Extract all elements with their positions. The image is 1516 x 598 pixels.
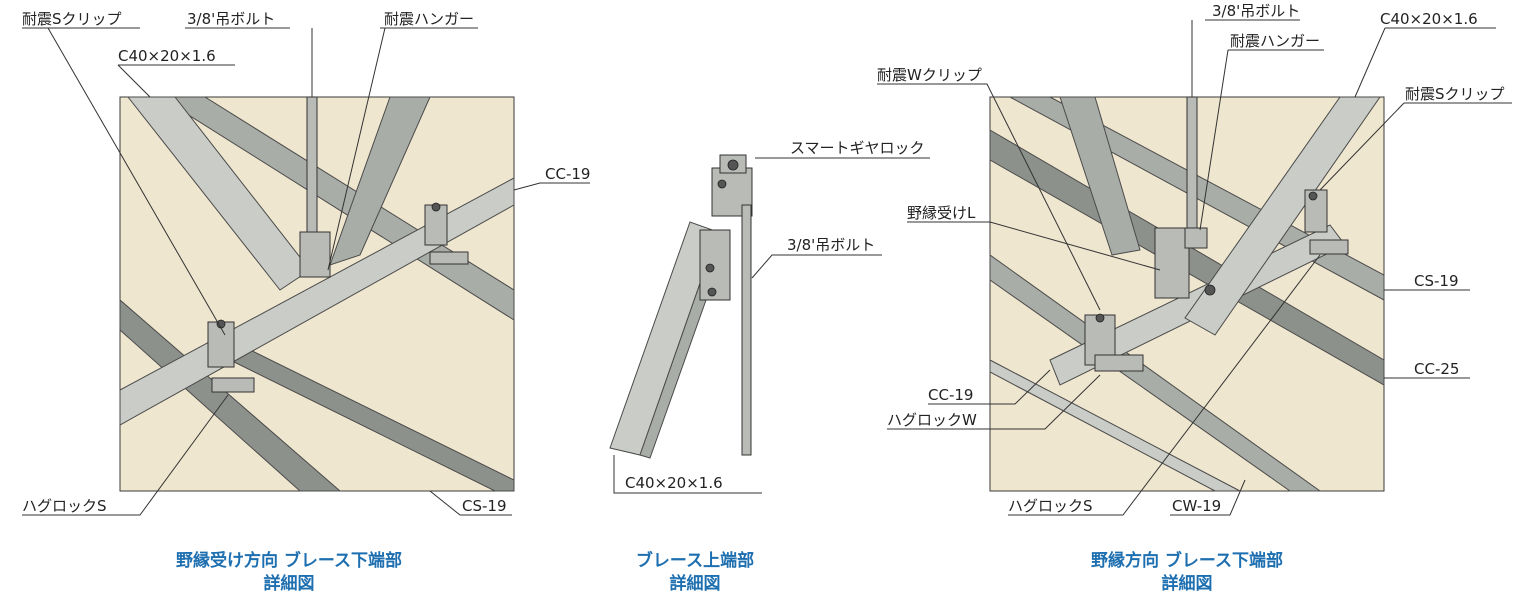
right-label-hanger: 耐震ハンガー <box>1230 32 1320 50</box>
middle-hanging-bolt <box>741 204 752 456</box>
left-label-s-clip: 耐震Sクリップ <box>22 10 122 28</box>
right-clip-bolt-2 <box>1308 191 1318 201</box>
right-label-cc25: CC-25 <box>1414 360 1459 378</box>
right-leader-haglock-w <box>887 374 1101 430</box>
middle-detail: スマートギヤロック 3/8'吊ボルト C40×20×1.6 ブレース上端部 詳細… <box>609 139 930 594</box>
right-brace-bolt <box>1204 284 1216 296</box>
right-leader-bolt <box>1191 19 1300 97</box>
middle-bracket <box>699 229 731 301</box>
right-detail: 3/8'吊ボルト C40×20×1.6 耐震ハンガー 耐震Wクリップ 耐震Sクリ… <box>877 2 1512 594</box>
left-label-bolt: 3/8'吊ボルト <box>187 10 275 28</box>
right-clip-bolt <box>1095 313 1105 323</box>
right-brace-channel-2 <box>1059 96 1141 256</box>
right-label-bolt: 3/8'吊ボルト <box>1212 2 1300 20</box>
middle-gear-bolt-2 <box>717 179 727 189</box>
left-clip-bolt-2 <box>431 202 441 212</box>
middle-leader-channel <box>613 455 762 494</box>
middle-bracket-bolt-1 <box>705 263 715 273</box>
right-cw-rail <box>989 254 1322 492</box>
right-haglock-w <box>1094 354 1144 372</box>
left-caption-line-1: 野縁受け方向 ブレース下端部 <box>176 550 402 571</box>
left-label-hanger: 耐震ハンガー <box>384 10 474 28</box>
right-leader-cc19 <box>928 369 1051 405</box>
middle-label-bolt: 3/8'吊ボルト <box>787 236 875 254</box>
right-s-clip <box>1304 189 1328 233</box>
middle-label-gear-lock: スマートギヤロック <box>790 139 925 157</box>
left-caption-line-2: 詳細図 <box>264 573 315 594</box>
right-haglock-s <box>1309 239 1349 255</box>
left-cs-rail-1 <box>119 298 342 492</box>
right-hanger-part <box>1184 227 1208 249</box>
left-leader-haglock <box>22 394 229 516</box>
right-leader-channel <box>1354 27 1496 98</box>
middle-gear-bolt <box>727 159 739 171</box>
left-leader-channel <box>117 64 235 98</box>
left-leader-s-clip <box>22 27 226 336</box>
right-label-channel: C40×20×1.6 <box>1380 10 1478 28</box>
right-label-w-clip: 耐震Wクリップ <box>877 66 982 84</box>
middle-leader-bolt <box>751 254 882 279</box>
left-leader-cs <box>429 490 512 516</box>
right-label-cw: CW-19 <box>1172 497 1221 515</box>
right-caption-line-1: 野縁方向 ブレース下端部 <box>1091 550 1283 571</box>
left-label-channel: C40×20×1.6 <box>118 47 216 65</box>
left-label-cc: CC-19 <box>545 165 590 183</box>
right-label-s-clip: 耐震Sクリップ <box>1405 85 1505 103</box>
left-haglock <box>211 377 255 393</box>
left-detail: 耐震Sクリップ 3/8'吊ボルト 耐震ハンガー C40×20×1.6 CC-19… <box>22 10 590 594</box>
right-leader-haglock-s <box>1008 254 1321 516</box>
right-label-cc19: CC-19 <box>928 386 973 404</box>
left-label-haglock: ハグロックS <box>22 497 107 515</box>
right-leader-s-clip <box>1319 102 1512 191</box>
left-brace-channel-2 <box>329 96 431 266</box>
middle-label-channel: C40×20×1.6 <box>625 474 723 492</box>
right-label-cs: CS-19 <box>1414 272 1459 290</box>
middle-bracket-bolt-2 <box>707 287 717 297</box>
left-label-cs: CS-19 <box>462 497 507 515</box>
middle-caption-line-1: ブレース上端部 <box>636 550 754 571</box>
right-leader-hanger <box>1199 49 1324 231</box>
right-caption-line-2: 詳細図 <box>1162 573 1213 594</box>
middle-caption-line-2: 詳細図 <box>670 573 721 594</box>
left-leader-cc <box>513 182 590 191</box>
right-label-nobuchi-l: 野縁受けL <box>907 204 976 222</box>
right-nobuchi-l <box>1154 227 1190 299</box>
right-leader-w-clip <box>877 83 1101 311</box>
left-leader-hanger <box>327 27 478 271</box>
left-hanging-bolt <box>306 96 318 238</box>
left-haglock-2 <box>429 251 469 265</box>
right-leader-cw <box>1170 479 1246 516</box>
left-leader-bolt <box>185 27 313 97</box>
right-label-haglock-w: ハグロックW <box>887 411 977 429</box>
right-leader-nobuchi <box>907 221 1161 271</box>
right-hanging-bolt <box>1186 96 1198 238</box>
right-brace-channel <box>1184 96 1381 336</box>
left-seismic-hanger <box>299 231 331 278</box>
right-ceiling-edge <box>989 359 1241 492</box>
right-label-haglock-s: ハグロックS <box>1008 497 1093 515</box>
